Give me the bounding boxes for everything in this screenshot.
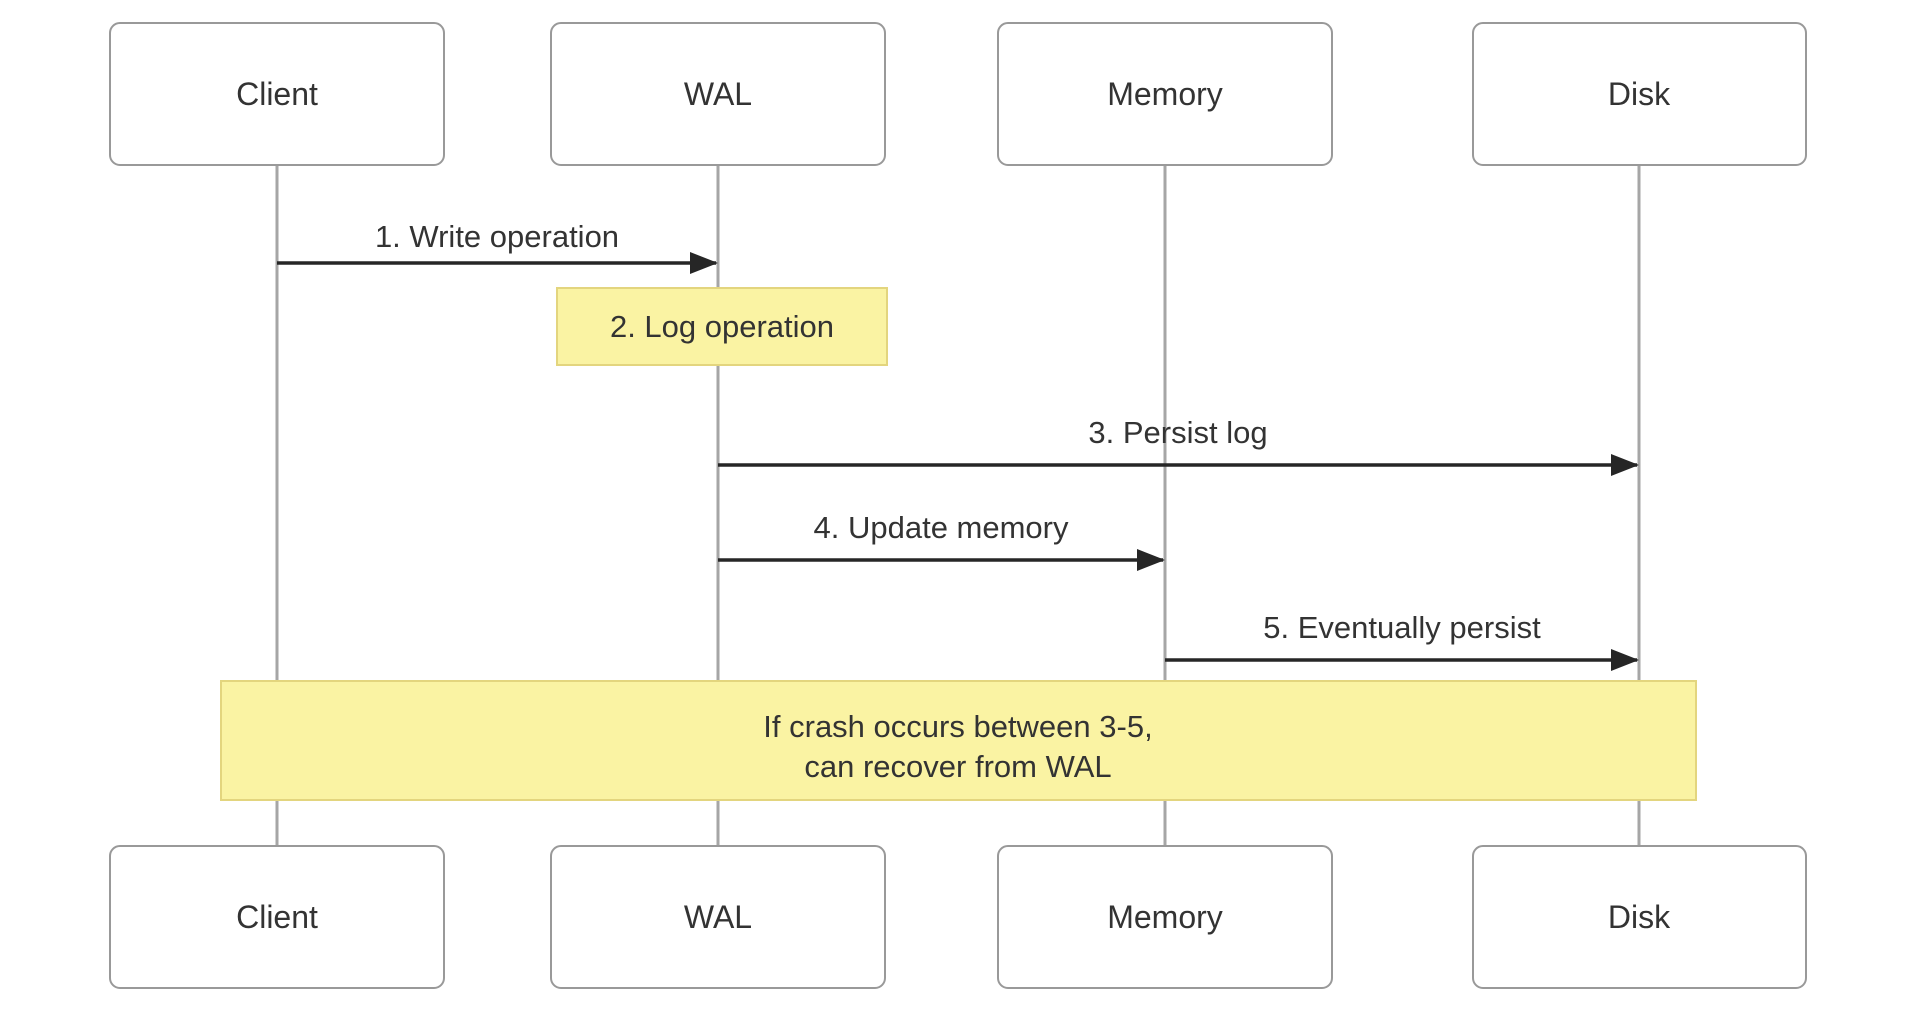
message-label-update-memory: 4. Update memory: [814, 510, 1069, 545]
participant-label-client-bottom: Client: [236, 899, 318, 935]
participant-top-wal: WAL: [550, 22, 886, 166]
participant-label-disk: Disk: [1608, 76, 1671, 112]
participant-bottom-wal: WAL: [550, 845, 886, 989]
participant-label-memory-bottom: Memory: [1107, 899, 1223, 935]
participant-box: [997, 22, 1333, 166]
note-crash-recovery-line2: can recover from WAL: [804, 749, 1111, 784]
note-log-operation-label: 2. Log operation: [610, 309, 834, 344]
participant-label-client: Client: [236, 76, 318, 112]
participant-box: [1472, 845, 1807, 989]
participant-box: [1472, 22, 1807, 166]
participant-label-disk-bottom: Disk: [1608, 899, 1671, 935]
participant-box: [550, 22, 886, 166]
participant-box: [109, 22, 445, 166]
participant-box: [997, 845, 1333, 989]
participant-label-wal: WAL: [684, 76, 752, 112]
note-crash-recovery-line1: If crash occurs between 3-5,: [763, 709, 1152, 744]
participant-top-client: Client: [109, 22, 445, 166]
participant-label-memory: Memory: [1107, 76, 1223, 112]
participant-box: [550, 845, 886, 989]
message-label-eventually-persist: 5. Eventually persist: [1263, 610, 1541, 645]
participant-box: [109, 845, 445, 989]
note-crash-recovery: [220, 680, 1697, 801]
participant-bottom-client: Client: [109, 845, 445, 989]
participant-bottom-disk: Disk: [1472, 845, 1807, 989]
note-log-operation: [556, 287, 888, 366]
participant-top-memory: Memory: [997, 22, 1333, 166]
participant-bottom-memory: Memory: [997, 845, 1333, 989]
participant-label-wal-bottom: WAL: [684, 899, 752, 935]
participant-top-disk: Disk: [1472, 22, 1807, 166]
message-label-write-operation: 1. Write operation: [375, 219, 619, 254]
message-label-persist-log: 3. Persist log: [1088, 415, 1267, 450]
